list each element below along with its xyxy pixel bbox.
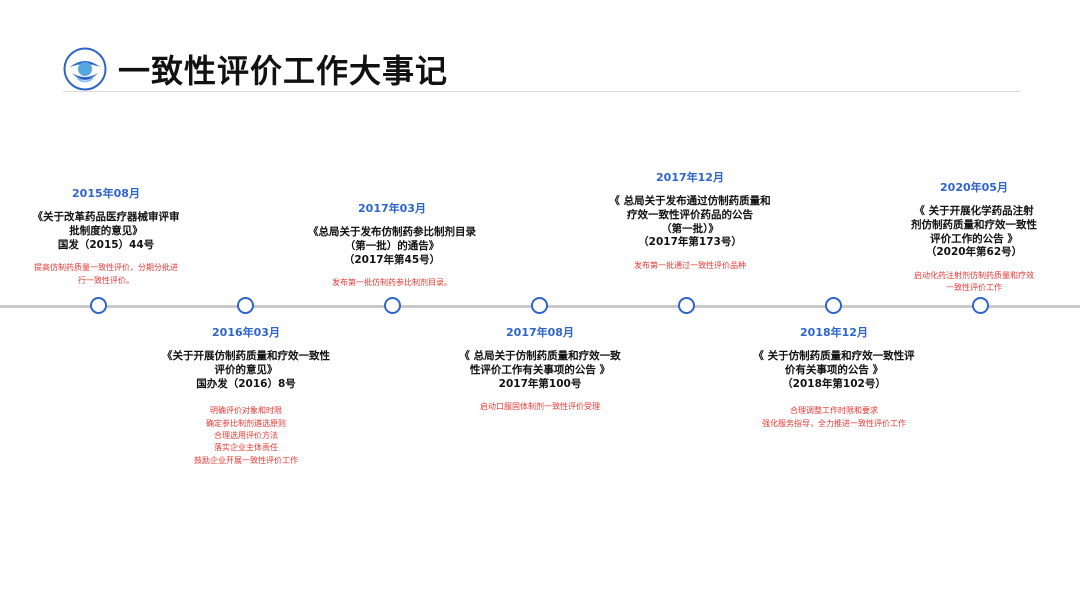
description-line: 启动化药注射剂仿制药质量和疗效 [914, 270, 1034, 280]
description-line: 确定参比制剂遴选原则 [206, 418, 286, 428]
event-date: 2017年12月 [656, 171, 724, 184]
description-line: 明确评价对象和时限 [210, 406, 282, 416]
header-divider [63, 91, 1021, 92]
event-description: 提高仿制药质量一致性评价，分期分批进 行一致性评价。 [6, 262, 206, 287]
event-date: 2017年03月 [358, 202, 426, 215]
document-line: 《关于开展仿制药质量和疗效一致性 [162, 350, 330, 363]
timeline-event: 2017年08月 《 总局关于仿制药质量和疗效一致 性评价工作有关事项的公告 》… [440, 326, 640, 414]
timeline-event: 2017年12月 《 总局关于发布通过仿制药质量和 疗效一致性评价药品的公告 （… [590, 171, 790, 272]
event-date: 2015年08月 [72, 187, 140, 200]
document-line: 《 关于开展化学药品注射 [914, 205, 1034, 218]
event-date: 2020年05月 [940, 181, 1008, 194]
document-line: （2020年第62号） [925, 246, 1023, 259]
timeline-node-2015-08 [90, 297, 107, 314]
document-line: 批制度的意见》 [69, 224, 143, 237]
document-line: 评价的意见》 [214, 363, 278, 376]
timeline-event: 2016年03月 《关于开展仿制药质量和疗效一致性 评价的意见》 国办发（201… [146, 326, 346, 467]
timeline-node-2020-05 [972, 297, 989, 314]
timeline-event: 2018年12月 《 关于仿制药质量和疗效一致性评 价有关事项的公告 》 （20… [734, 326, 934, 430]
timeline-node-2018-12 [825, 297, 842, 314]
event-date: 2016年03月 [212, 326, 280, 339]
document-line: 《 总局关于发布通过仿制药质量和 [609, 195, 771, 208]
document-line: （第一批）》 [661, 222, 719, 235]
description-line: 发布第一批通过一致性评价品种 [634, 260, 746, 270]
event-description: 明确评价对象和时限 确定参比制剂遴选原则 合理选用评价方法 落实企业主体责任 鼓… [146, 405, 346, 467]
document-line: 疗效一致性评价药品的公告 [627, 208, 753, 221]
event-document: 《 关于开展化学药品注射 剂仿制药质量和疗效一致性 评价工作的公告 》 （202… [879, 205, 1069, 260]
description-line: 行一致性评价。 [78, 275, 134, 285]
event-description: 启动口服固体制剂一致性评价受理 [440, 401, 640, 413]
document-line: 剂仿制药质量和疗效一致性 [911, 218, 1037, 231]
timeline-event: 2015年08月 《关于改革药品医疗器械审评审 批制度的意见》 国发（2015）… [6, 187, 206, 287]
document-line: （2018年第102号） [782, 377, 886, 390]
document-line: 2017年第100号 [498, 377, 582, 390]
document-line: 《 关于仿制药质量和疗效一致性评 [753, 350, 915, 363]
timeline-event: 2017年03月 《总局关于发布仿制药参比制剂目录 （第一批）的通告》 （201… [292, 202, 492, 290]
document-line: 性评价工作有关事项的公告 》 [469, 363, 611, 376]
document-line: 《 总局关于仿制药质量和疗效一致 [459, 350, 621, 363]
description-line: 落实企业主体责任 [214, 443, 278, 453]
document-line: 国发（2015）44号 [57, 238, 155, 251]
document-line: 评价工作的公告 》 [930, 232, 1018, 245]
health-emblem-icon [63, 47, 107, 91]
event-date: 2017年08月 [506, 326, 574, 339]
timeline-node-2016-03 [237, 297, 254, 314]
document-line: 国办发（2016）8号 [196, 377, 296, 390]
document-line: （2017年第173号） [638, 236, 742, 249]
document-line: 《关于改革药品医疗器械审评审 [32, 211, 180, 224]
description-line: 发布第一批仿制药参比制剂目录。 [332, 278, 452, 288]
timeline-event: 2020年05月 《 关于开展化学药品注射 剂仿制药质量和疗效一致性 评价工作的… [879, 181, 1069, 295]
timeline-node-2017-12 [678, 297, 695, 314]
event-document: 《 总局关于仿制药质量和疗效一致 性评价工作有关事项的公告 》 2017年第10… [440, 350, 640, 391]
document-line: 价有关事项的公告 》 [784, 363, 884, 376]
description-line: 一致性评价工作 [946, 283, 1002, 293]
description-line: 合理选用评价方法 [214, 431, 278, 440]
event-description: 发布第一批通过一致性评价品种 [590, 260, 790, 272]
event-description: 合理调整工作时限和要求 强化服务指导，全力推进一致性评价工作 [734, 405, 934, 430]
event-description: 启动化药注射剂仿制药质量和疗效 一致性评价工作 [879, 270, 1069, 295]
page-title: 一致性评价工作大事记 [118, 52, 449, 90]
event-document: 《关于改革药品医疗器械审评审 批制度的意见》 国发（2015）44号 [6, 211, 206, 252]
description-line: 鼓励企业开展一致性评价工作 [194, 455, 298, 465]
document-line: （2017年第45号） [343, 253, 441, 266]
event-document: 《总局关于发布仿制药参比制剂目录 （第一批）的通告》 （2017年第45号） [292, 226, 492, 267]
event-document: 《 关于仿制药质量和疗效一致性评 价有关事项的公告 》 （2018年第102号） [734, 350, 934, 391]
document-line: 《总局关于发布仿制药参比制剂目录 [308, 226, 476, 239]
description-line: 强化服务指导，全力推进一致性评价工作 [762, 418, 906, 428]
event-document: 《 总局关于发布通过仿制药质量和 疗效一致性评价药品的公告 （第一批）》 （20… [590, 195, 790, 250]
description-line: 合理调整工作时限和要求 [790, 406, 878, 416]
description-line: 启动口服固体制剂一致性评价受理 [480, 402, 600, 412]
event-description: 发布第一批仿制药参比制剂目录。 [292, 277, 492, 289]
timeline-node-2017-08 [531, 297, 548, 314]
event-document: 《关于开展仿制药质量和疗效一致性 评价的意见》 国办发（2016）8号 [146, 350, 346, 391]
event-date: 2018年12月 [800, 326, 868, 339]
description-line: 提高仿制药质量一致性评价，分期分批进 [34, 263, 178, 273]
timeline-node-2017-03 [384, 297, 401, 314]
document-line: （第一批）的通告》 [344, 239, 440, 252]
